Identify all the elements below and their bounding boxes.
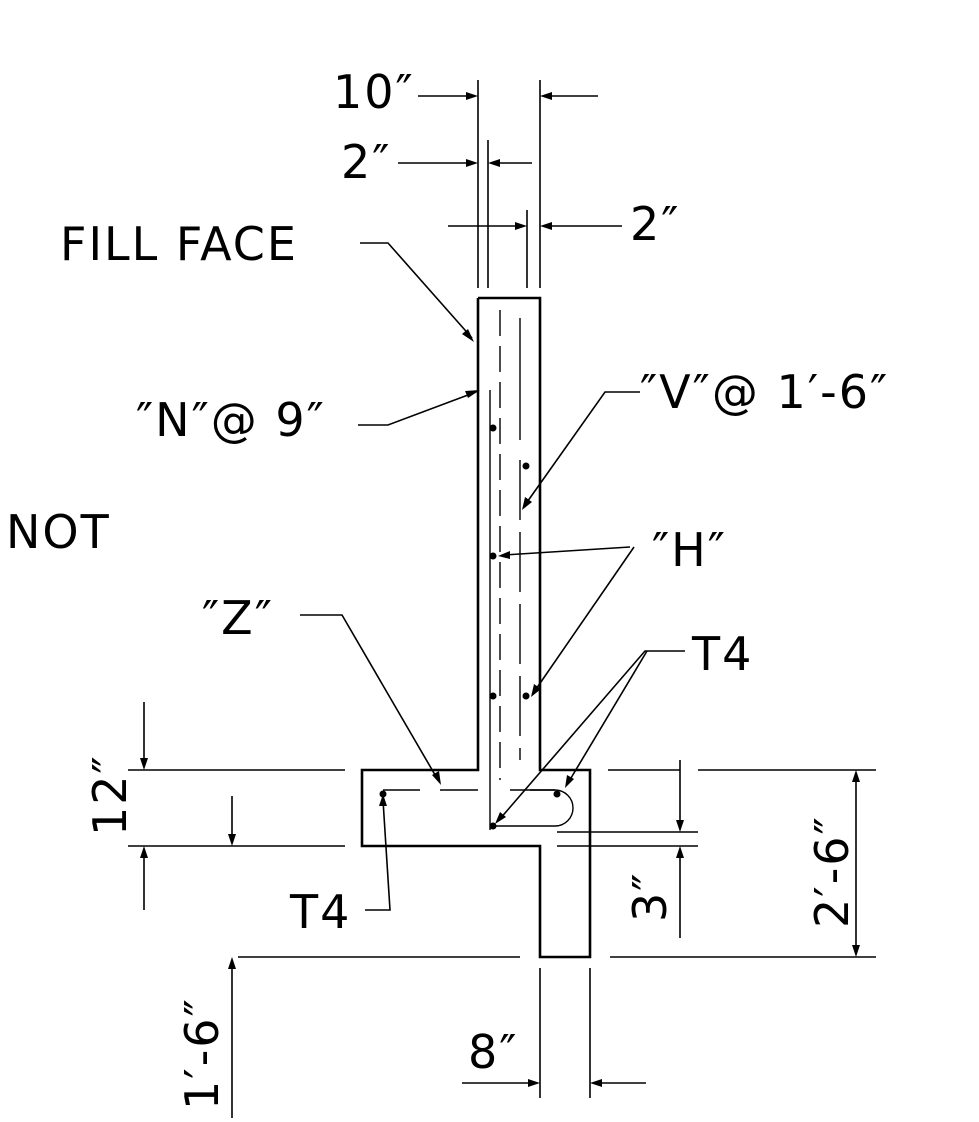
concrete-section-outline — [360, 296, 592, 959]
note-label: NOT — [6, 505, 111, 559]
dim-wall-thickness-label: 10″ — [333, 65, 415, 119]
dim-fill-cover-label: 2″ — [341, 135, 391, 189]
dim-key-depth-label: 1′-6″ — [175, 997, 229, 1110]
dim-bottom-cover-label: 3″ — [623, 872, 677, 922]
bar-h-label: ″H″ — [652, 523, 727, 577]
top-dimensions — [398, 80, 622, 288]
t4-hook — [530, 789, 574, 827]
dim-key-width-label: 8″ — [468, 1025, 518, 1079]
reinforcing-bars — [379, 310, 574, 830]
fill-face-label: FILL FACE — [60, 217, 298, 271]
bar-t4-right-label: T4 — [691, 627, 753, 681]
bar-z-label: ″Z″ — [202, 591, 274, 645]
bar-t4-left-label: T4 — [289, 885, 351, 939]
bar-v-label: ″V″@ 1′-6″ — [640, 365, 889, 419]
dim-footing-depth-label: 12″ — [83, 754, 137, 836]
text-labels: 10″ 2″ 2″ FILL FACE ″V″@ 1′-6″ ″N″@ 9″ N… — [6, 65, 889, 1110]
leaders — [300, 242, 685, 911]
dim-front-cover-label: 2″ — [630, 197, 680, 251]
bar-n-label: ″N″@ 9″ — [136, 393, 326, 447]
dim-total-depth-label: 2′-6″ — [805, 815, 859, 928]
side-dimensions — [128, 702, 876, 1118]
